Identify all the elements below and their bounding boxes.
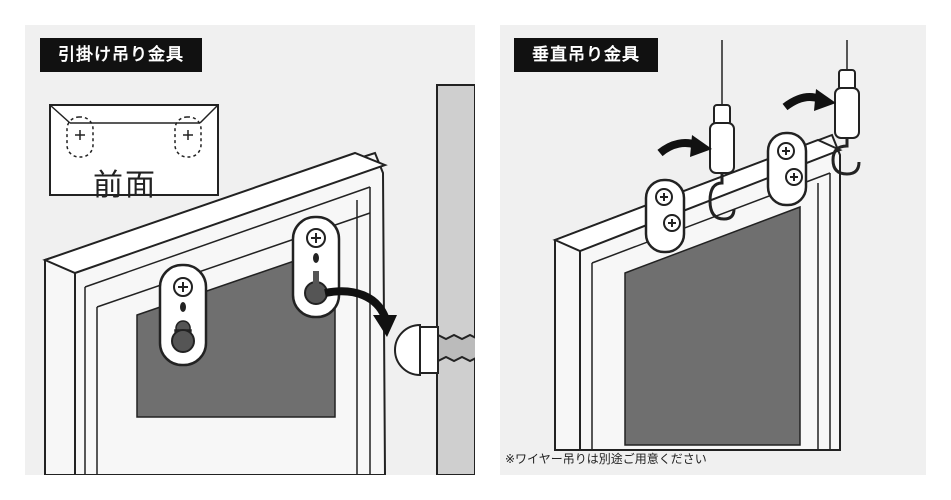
- wall-screw-icon: [394, 323, 475, 377]
- poster: [136, 245, 336, 418]
- curved-arrow-icon: [782, 89, 836, 111]
- wire-hook-right: [831, 40, 861, 176]
- hook-bracket-illustration: [42, 84, 475, 475]
- vertical-bracket-panel: 垂直吊り金具 ※ワイヤー吊りは別途ご用意ください: [500, 25, 926, 475]
- front-view-inset: [49, 104, 219, 196]
- vertical-bracket-right: [766, 131, 808, 207]
- hook-bracket-right: [291, 215, 341, 319]
- vertical-bracket-illustration: [552, 40, 861, 451]
- vertical-bracket-left: [644, 178, 686, 254]
- frame-top-face: [42, 151, 388, 275]
- front-view-label: 前面: [93, 168, 157, 203]
- wire-hook-left: [708, 40, 736, 221]
- curved-arrow-icon: [657, 135, 712, 157]
- hook-bracket-title: 引掛け吊り金具: [40, 38, 202, 72]
- wire-note: ※ワイヤー吊りは別途ご用意ください: [505, 452, 707, 466]
- poster: [624, 205, 801, 446]
- wall: [436, 84, 475, 475]
- hook-bracket-left: [158, 263, 208, 367]
- hook-bracket-panel: 引掛け吊り金具 前面: [25, 25, 475, 475]
- vertical-bracket-title: 垂直吊り金具: [514, 38, 658, 72]
- curved-arrow-icon: [324, 287, 397, 337]
